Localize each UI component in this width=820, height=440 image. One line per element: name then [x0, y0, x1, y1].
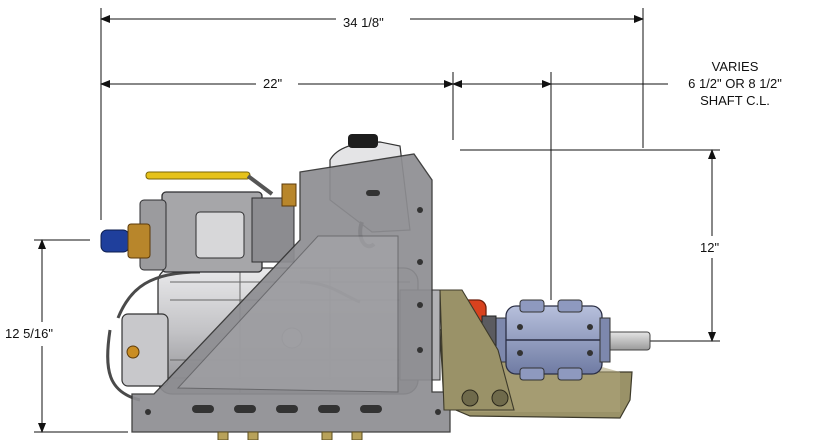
- shaft-height-label: 12": [697, 240, 723, 255]
- gearbox: [491, 299, 611, 381]
- shaft-varies-line2: 6 1/2" OR 8 1/2": [688, 76, 782, 91]
- shaft-varies-note: VARIES 6 1/2" OR 8 1/2" SHAFT C.L.: [667, 58, 803, 109]
- base-bolts: [217, 431, 363, 440]
- base-height-label: 12 5/16": [2, 326, 56, 341]
- inlet-fitting: [100, 223, 151, 259]
- dimension-lines: [34, 8, 720, 433]
- shaft-varies-line1: VARIES: [711, 59, 759, 74]
- valve-manifold: [139, 191, 295, 273]
- bracket-length-label: 22": [260, 76, 286, 91]
- overall-length-label: 34 1/8": [340, 15, 387, 30]
- mounting-frame: [131, 153, 451, 433]
- ball-valve-handle: [145, 171, 297, 207]
- shaft-varies-line3: SHAFT C.L.: [700, 93, 770, 108]
- coupler-bracket: [439, 289, 515, 411]
